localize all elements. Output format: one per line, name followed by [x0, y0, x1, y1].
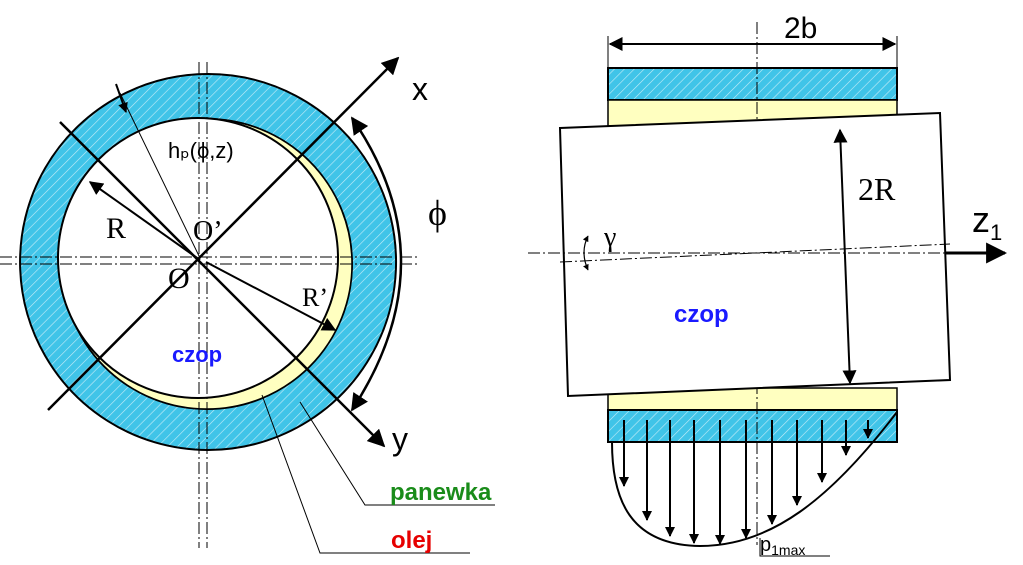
- pressure-leader: [759, 538, 830, 557]
- oil-label: olej: [391, 527, 432, 554]
- pressure-label: p1max: [760, 534, 805, 558]
- right-side-view: 2b 2R z1 γ czop p1max: [528, 12, 1008, 558]
- phi-arc: [350, 116, 403, 412]
- center-O-prime-label: O’: [193, 216, 223, 247]
- width-label: 2b: [784, 12, 817, 45]
- radius-R-label: R: [106, 212, 126, 245]
- axis-x-label: x: [412, 71, 428, 107]
- left-cross-section: x y ϕ hₚ(ϕ,z) R R’ O O’ czop panewka ole…: [0, 56, 495, 554]
- oil-leader: [261, 394, 470, 554]
- radius-R-line: [88, 181, 201, 261]
- phi-label: ϕ: [428, 193, 447, 233]
- radius-R-prime-label: R’: [302, 283, 328, 312]
- gamma-label: γ: [603, 222, 616, 253]
- pressure-curve: [611, 411, 898, 548]
- axis-y-label: y: [392, 421, 408, 457]
- film-thickness-label: hₚ(ϕ,z): [168, 138, 234, 163]
- radius-R-prime-line: [205, 261, 337, 331]
- gamma-arc: [582, 235, 589, 271]
- bottom-bushing: [607, 409, 898, 443]
- center-O-label: O: [168, 262, 190, 295]
- diameter-label: 2R: [858, 171, 896, 207]
- z-axis-label: z1: [972, 199, 1002, 245]
- journal-label-left: czop: [172, 342, 222, 367]
- diameter-dimension: [833, 128, 857, 385]
- journal-label-right: czop: [674, 301, 729, 328]
- journal-body: [558, 111, 952, 398]
- top-bushing: [607, 67, 898, 101]
- x-axis: [47, 56, 400, 411]
- bearing-label: panewka: [390, 479, 492, 506]
- bearing-leader: [299, 401, 495, 506]
- pressure-arrows: [619, 420, 873, 545]
- y-axis: [59, 121, 386, 448]
